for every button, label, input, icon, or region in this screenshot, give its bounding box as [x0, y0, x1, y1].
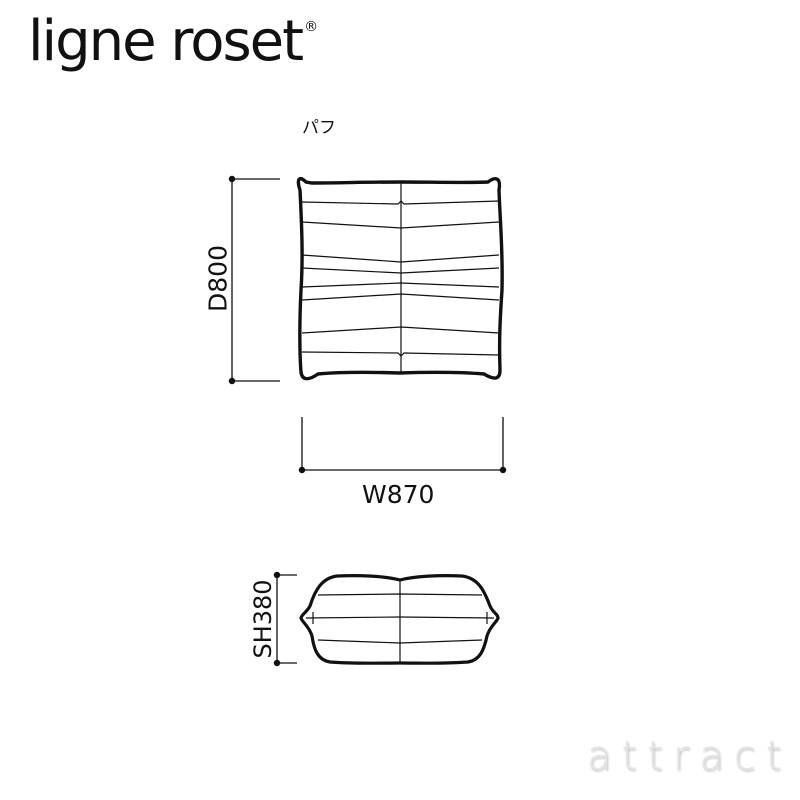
registered-mark: ®: [304, 19, 319, 35]
brand-logo: ligne roset®: [28, 14, 318, 70]
top-view-cushion: [296, 177, 504, 381]
side-view-cushion: [299, 574, 500, 665]
seat-height-label: SH380: [249, 579, 277, 659]
watermark: attract: [587, 733, 792, 779]
brand-name: ligne roset: [28, 9, 304, 74]
width-label: W870: [362, 480, 435, 509]
depth-label: D800: [203, 245, 233, 312]
seat-height-dimension-line: [273, 571, 297, 667]
product-title: パフ: [302, 118, 336, 138]
depth-dimension-line: [228, 175, 280, 385]
width-dimension-line: [298, 417, 507, 474]
